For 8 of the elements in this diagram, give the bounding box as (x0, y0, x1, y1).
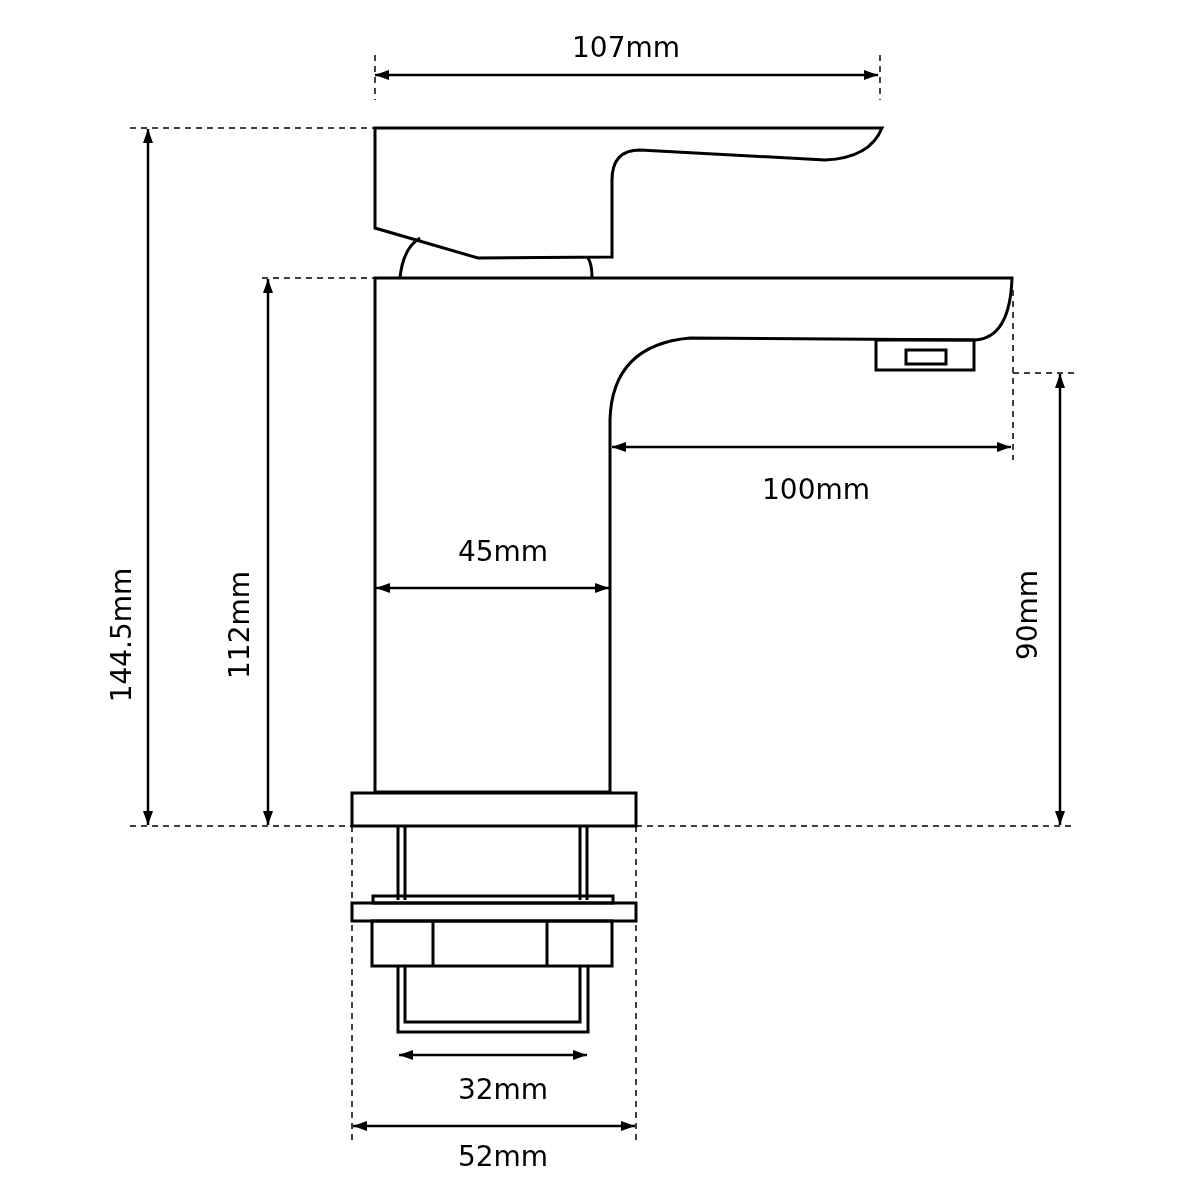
dimension-label: 32mm (457, 1076, 549, 1104)
dimension-label: 45mm (457, 538, 549, 566)
dimension-label: 107mm (572, 34, 680, 62)
dimension-label: 90mm (1014, 569, 1042, 661)
dimension-label: 52mm (457, 1143, 549, 1171)
dimension-label: 144.5mm (108, 567, 136, 703)
dimension-label: 100mm (762, 476, 870, 504)
dimension-label: 112mm (226, 571, 254, 679)
